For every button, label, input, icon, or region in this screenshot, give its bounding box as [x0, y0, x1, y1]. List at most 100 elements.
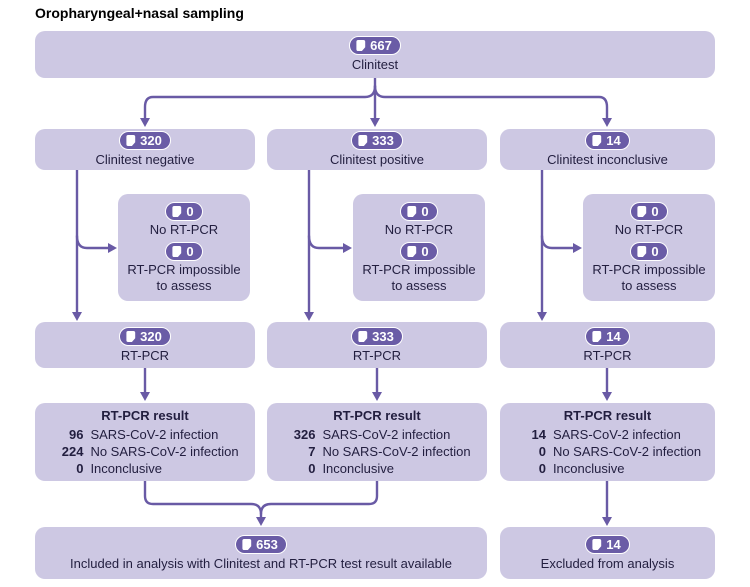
- count-value: 320: [140, 328, 162, 344]
- side-box-positive: 0 No RT-PCR 0 RT-PCR impossible to asses…: [353, 194, 485, 301]
- box-label: Clinitest: [351, 57, 399, 72]
- document-icon: [407, 205, 417, 217]
- count-value: 14: [606, 133, 621, 148]
- box-label: RT-PCR: [583, 347, 632, 363]
- count-badge: 320: [119, 131, 171, 150]
- box-label: RT-PCR impossible to assess: [592, 261, 706, 293]
- result-title: RT-PCR result: [333, 407, 421, 423]
- result-title: RT-PCR result: [101, 407, 189, 423]
- result-number: 0: [538, 460, 546, 476]
- result-box-negative: RT-PCR result 96 SARS-CoV-2 infection 22…: [35, 403, 255, 481]
- count-value: 333: [372, 133, 394, 148]
- document-icon: [242, 538, 252, 550]
- result-label: SARS-CoV-2 infection: [90, 426, 219, 442]
- document-icon: [172, 245, 182, 257]
- count-badge: 320: [119, 326, 171, 346]
- count-badge: 14: [585, 131, 630, 150]
- document-icon: [592, 538, 602, 550]
- branch-box-positive: 333 Clinitest positive: [267, 129, 487, 170]
- count-badge: 653: [235, 534, 287, 554]
- result-number: 0: [538, 443, 546, 459]
- count-badge: 0: [630, 201, 668, 221]
- count-value: 0: [421, 203, 429, 219]
- rtpcr-box-positive: 333 RT-PCR: [267, 322, 487, 368]
- document-icon: [358, 135, 368, 146]
- branch-box-negative: 320 Clinitest negative: [35, 129, 255, 170]
- result-box-inconclusive: RT-PCR result 14 SARS-CoV-2 infection 0 …: [500, 403, 715, 481]
- result-rows: 14 SARS-CoV-2 infection 0 No SARS-CoV-2 …: [514, 426, 701, 477]
- count-badge: 0: [165, 201, 203, 221]
- result-label: Inconclusive: [322, 460, 394, 476]
- result-rows: 326 SARS-CoV-2 infection 7 No SARS-CoV-2…: [283, 426, 471, 477]
- side-box-inconclusive: 0 No RT-PCR 0 RT-PCR impossible to asses…: [583, 194, 715, 301]
- included-box: 653 Included in analysis with Clinitest …: [35, 527, 487, 579]
- document-icon: [358, 330, 368, 342]
- count-badge: 0: [630, 241, 668, 261]
- document-icon: [637, 245, 647, 257]
- count-badge: 14: [585, 326, 630, 346]
- box-label: No RT-PCR: [614, 221, 684, 237]
- rtpcr-box-negative: 320 RT-PCR: [35, 322, 255, 368]
- count-badge: 333: [351, 326, 403, 346]
- count-badge: 0: [165, 241, 203, 261]
- result-label: Inconclusive: [90, 460, 162, 476]
- count-value: 0: [186, 203, 194, 219]
- result-label: SARS-CoV-2 infection: [322, 426, 451, 442]
- count-badge: 14: [585, 534, 630, 554]
- result-number: 7: [308, 443, 316, 459]
- result-number: 326: [293, 426, 316, 442]
- box-label: No RT-PCR: [149, 221, 219, 237]
- document-icon: [356, 40, 366, 51]
- document-icon: [126, 330, 136, 342]
- document-icon: [592, 135, 602, 146]
- box-label: Excluded from analysis: [540, 555, 675, 571]
- rtpcr-box-inconclusive: 14 RT-PCR: [500, 322, 715, 368]
- count-badge: 333: [351, 131, 403, 150]
- box-label: Clinitest positive: [330, 152, 424, 167]
- result-number: 96: [68, 426, 84, 442]
- box-label: RT-PCR: [352, 347, 402, 363]
- document-icon: [592, 330, 602, 342]
- result-title: RT-PCR result: [563, 407, 652, 423]
- result-label: SARS-CoV-2 infection: [552, 426, 681, 442]
- count-value: 0: [651, 243, 659, 259]
- count-value: 14: [606, 328, 621, 344]
- count-value: 333: [372, 328, 394, 344]
- count-badge: 0: [400, 241, 438, 261]
- result-number: 224: [61, 443, 84, 459]
- excluded-box: 14 Excluded from analysis: [500, 527, 715, 579]
- box-label: No RT-PCR: [384, 221, 454, 237]
- document-icon: [126, 135, 136, 146]
- flowchart-title: Oropharyngeal+nasal sampling: [35, 5, 244, 21]
- count-value: 0: [421, 243, 429, 259]
- result-number: 14: [531, 426, 546, 442]
- box-label: Clinitest inconclusive: [547, 152, 668, 167]
- result-box-positive: RT-PCR result 326 SARS-CoV-2 infection 7…: [267, 403, 487, 481]
- clinitest-total-box: 667 Clinitest: [35, 31, 715, 78]
- count-value: 653: [256, 536, 278, 552]
- box-label: RT-PCR: [120, 347, 170, 363]
- result-label: Inconclusive: [552, 460, 625, 476]
- box-label: Included in analysis with Clinitest and …: [70, 555, 452, 571]
- result-label: No SARS-CoV-2 infection: [90, 443, 239, 459]
- result-rows: 96 SARS-CoV-2 infection 224 No SARS-CoV-…: [51, 426, 239, 477]
- box-label: RT-PCR impossible to assess: [127, 261, 241, 293]
- count-badge: 0: [400, 201, 438, 221]
- result-number: 0: [308, 460, 316, 476]
- result-number: 0: [76, 460, 84, 476]
- count-value: 14: [606, 536, 621, 552]
- count-value: 0: [651, 203, 659, 219]
- side-box-negative: 0 No RT-PCR 0 RT-PCR impossible to asses…: [118, 194, 250, 301]
- count-value: 0: [186, 243, 194, 259]
- document-icon: [407, 245, 417, 257]
- box-label: RT-PCR impossible to assess: [362, 261, 476, 293]
- branch-box-inconclusive: 14 Clinitest inconclusive: [500, 129, 715, 170]
- document-icon: [637, 205, 647, 217]
- result-label: No SARS-CoV-2 infection: [552, 443, 702, 459]
- document-icon: [172, 205, 182, 217]
- box-label: Clinitest negative: [95, 152, 195, 167]
- count-value: 667: [370, 38, 392, 53]
- result-label: No SARS-CoV-2 infection: [322, 443, 471, 459]
